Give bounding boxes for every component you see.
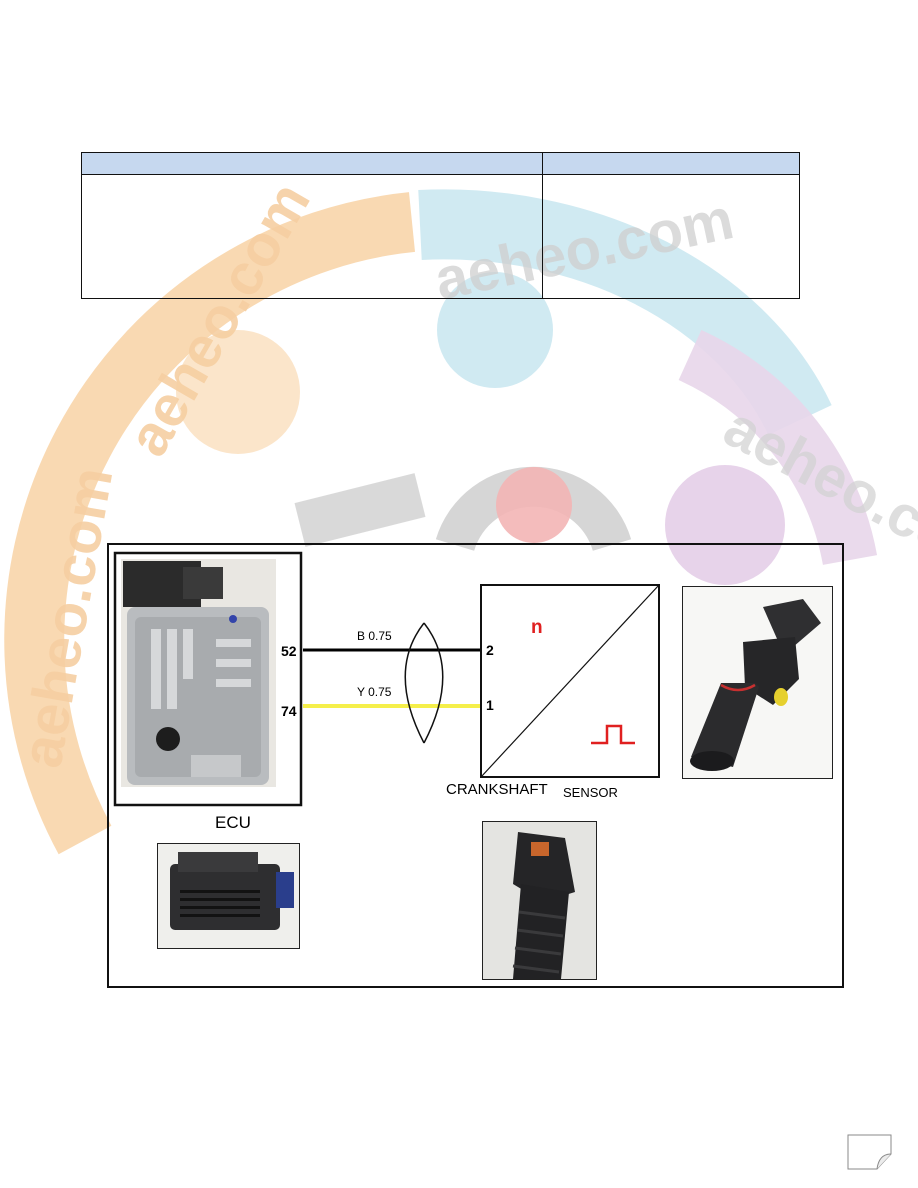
- info-table: [81, 152, 800, 299]
- speed-symbol: n: [531, 617, 543, 638]
- twisted-pair-right: [423, 622, 444, 744]
- sensor-connector-photo: [482, 821, 597, 980]
- page-curl-icon: [847, 1134, 892, 1170]
- pulse-signal-icon: [591, 724, 635, 745]
- ecu-pin-74: 74: [281, 703, 297, 719]
- ecu-label: ECU: [215, 813, 251, 832]
- wiring-schematic: [113, 551, 660, 807]
- ecu-pin-52: 52: [281, 643, 297, 659]
- sensor-pin-1: 1: [486, 697, 494, 713]
- table-column-divider: [542, 153, 543, 298]
- sensor-label-sensor: SENSOR: [563, 785, 618, 800]
- sensor-pin-2: 2: [486, 642, 494, 658]
- wire-label-yellow: Y 0.75: [357, 685, 392, 699]
- sensor-label-crankshaft: CRANKSHAFT: [446, 781, 548, 798]
- twisted-pair-left: [404, 622, 425, 744]
- wiring-diagram: ECU 52 74 B 0.75 Y 0.75 2 1 n CRANKSHAFT…: [107, 543, 844, 988]
- table-header: [82, 153, 799, 175]
- sensor-box-diagonal: [480, 584, 660, 778]
- wire-label-black: B 0.75: [357, 629, 392, 643]
- ecu-frame: [113, 551, 303, 807]
- ecu-photo: [121, 559, 276, 787]
- ecu-connector-photo: [157, 843, 300, 949]
- crankshaft-sensor-photo: [682, 586, 833, 779]
